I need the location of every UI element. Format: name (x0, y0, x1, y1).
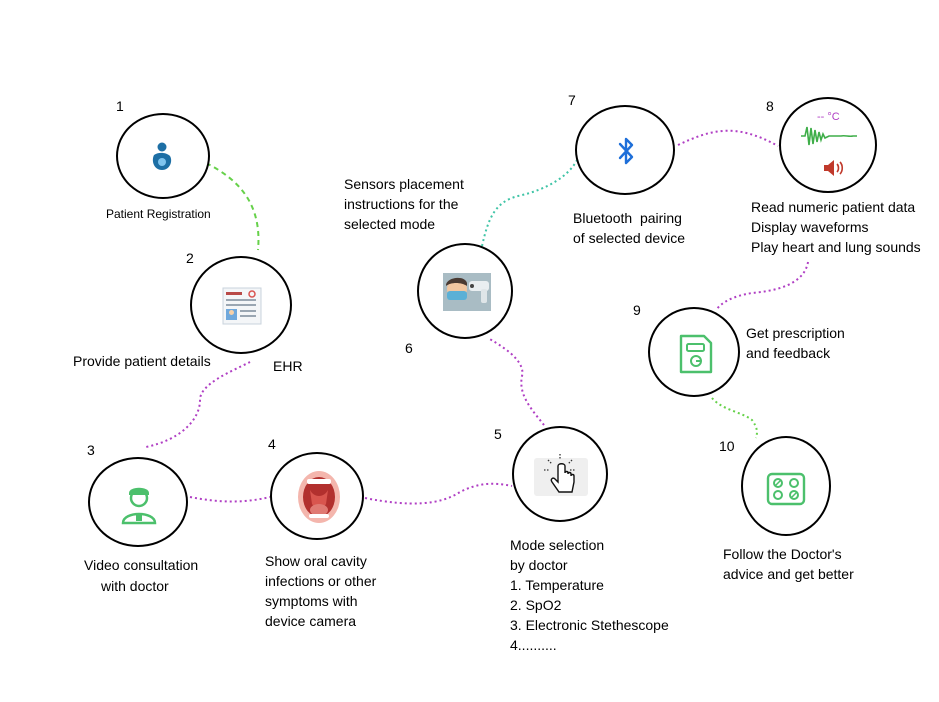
link-1-2 (205, 162, 260, 251)
doctor-icon (121, 487, 157, 525)
step-10-number: 10 (719, 438, 735, 454)
bluetooth-icon (618, 137, 634, 165)
speaker-icon (824, 160, 844, 176)
link-7-8 (677, 129, 779, 147)
step-4-label: Show oral cavity infections or other sym… (265, 553, 377, 629)
step-2-label: Provide patient details (73, 353, 211, 369)
step-3-number: 3 (87, 442, 95, 458)
step-6-label: Sensors placement instructions for the s… (344, 176, 464, 232)
link-9-10 (711, 397, 758, 439)
step-4-number: 4 (268, 436, 276, 452)
step-4-node (270, 452, 364, 540)
step-7-number: 7 (568, 92, 576, 108)
step-7-node (575, 105, 675, 195)
step-5-label: Mode selection by doctor 1. Temperature … (510, 537, 669, 653)
step-6-node (417, 243, 513, 339)
link-4-5 (364, 482, 513, 505)
link-8-9 (715, 261, 809, 311)
step-9-number: 9 (633, 302, 641, 318)
step-5-node (512, 426, 608, 522)
step-2-number: 2 (186, 250, 194, 266)
ehr-record-icon (222, 287, 262, 325)
step-5-number: 5 (494, 426, 502, 442)
hand-touch-icon (544, 454, 576, 493)
patient-registration-icon (152, 142, 172, 170)
waveform-icon (801, 126, 857, 146)
thermometer-forehead-icon (443, 273, 491, 311)
link-3-4 (189, 496, 271, 503)
oral-cavity-icon (298, 471, 340, 523)
step-10-node (741, 436, 831, 536)
medicine-box-icon (766, 472, 806, 506)
step-9-node (648, 307, 740, 397)
prescription-icon (679, 334, 713, 374)
step-8-label: Read numeric patient data Display wavefo… (751, 199, 921, 255)
step-9-label: Get prescription and feedback (746, 325, 845, 361)
step-7-label: Bluetooth pairing of selected device (573, 210, 686, 246)
step-1-label: Patient Registration (106, 207, 211, 221)
link-6-7 (481, 157, 579, 247)
step-2-node (190, 256, 292, 354)
step-10-label: Follow the Doctor's advice and get bette… (723, 546, 854, 582)
step-1-number: 1 (116, 98, 124, 114)
step-1-node (116, 113, 210, 199)
temperature-readout: -- °C (817, 111, 840, 123)
link-5-6 (487, 337, 545, 426)
step-8-number: 8 (766, 98, 774, 114)
step-6-number: 6 (405, 340, 413, 356)
step-3-node (88, 457, 188, 547)
step-8-node: -- °C (779, 97, 877, 193)
step-3-label: Video consultation with doctor (84, 557, 199, 594)
step-2-ehr-label: EHR (273, 358, 303, 374)
link-2-3 (145, 361, 251, 448)
